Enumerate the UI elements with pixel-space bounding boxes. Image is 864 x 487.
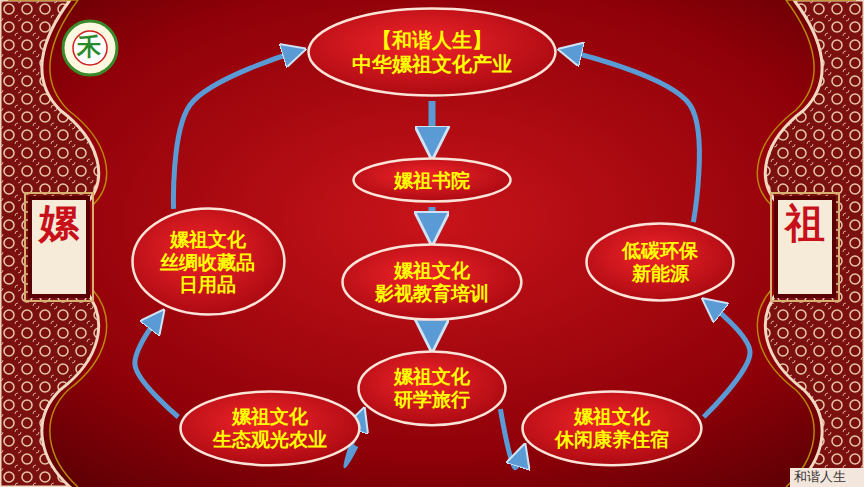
character-frame-outline — [771, 193, 839, 301]
process-ellipse: 嫘祖文化 研学旅行 — [357, 350, 507, 427]
process-ellipse: 嫘祖书院 — [352, 157, 512, 203]
process-ellipse: 低碳环保 新能源 — [585, 222, 735, 302]
flow-arrow — [500, 409, 521, 468]
node-text: 嫘祖书院 — [394, 169, 470, 192]
flow-arrow — [173, 52, 294, 209]
side-ornament-edge — [757, 0, 856, 487]
ellipse-outline — [309, 9, 556, 96]
node-text: 嫘祖文化 影视教育培训 — [375, 259, 489, 305]
ellipse-outline — [132, 209, 284, 315]
side-character: 祖 — [785, 201, 825, 245]
ellipse-outline — [359, 351, 506, 425]
ellipse-outline — [354, 159, 511, 202]
side-ornament — [765, 0, 864, 487]
ellipse-outline — [343, 245, 522, 320]
process-ellipse: 嫘祖文化 丝绸收藏品 日用品 — [131, 207, 286, 316]
ellipse-outline — [523, 391, 702, 465]
ellipse-outline — [587, 224, 734, 301]
logo-ring — [63, 21, 117, 75]
node-text: 低碳环保 新能源 — [622, 239, 698, 285]
flow-arrow — [428, 325, 435, 336]
flow-arrow — [429, 101, 436, 143]
node-text: 嫘祖文化 研学旅行 — [394, 365, 470, 411]
process-ellipse: 嫘祖文化 生态观光农业 — [179, 390, 361, 467]
watermark: 和谐人生 — [794, 469, 846, 485]
flow-arrow — [570, 52, 700, 222]
process-ellipse: 嫘祖文化 休闲康养住宿 — [521, 390, 703, 467]
flow-arrow — [704, 306, 750, 417]
character-frame — [30, 198, 88, 296]
character-frame-outline — [25, 193, 93, 301]
logo-glyph: 禾 — [77, 34, 101, 60]
flow-arrow — [428, 207, 435, 229]
node-text: 嫘祖文化 生态观光农业 — [213, 405, 327, 451]
process-ellipse: 嫘祖文化 影视教育培训 — [341, 243, 523, 321]
node-text: 【和谐人生】 中华嫘祖文化产业 — [352, 28, 512, 76]
character-frame — [776, 198, 834, 296]
flow-arrow — [135, 319, 178, 417]
logo-center — [73, 31, 107, 65]
watermark-ground — [790, 468, 864, 487]
ellipse-outline — [181, 391, 360, 465]
node-text: 嫘祖文化 休闲康养住宿 — [555, 405, 669, 451]
node-text: 嫘祖文化 丝绸收藏品 日用品 — [160, 228, 255, 296]
side-character: 嫘 — [39, 201, 79, 245]
title-ellipse: 【和谐人生】 中华嫘祖文化产业 — [307, 7, 557, 97]
